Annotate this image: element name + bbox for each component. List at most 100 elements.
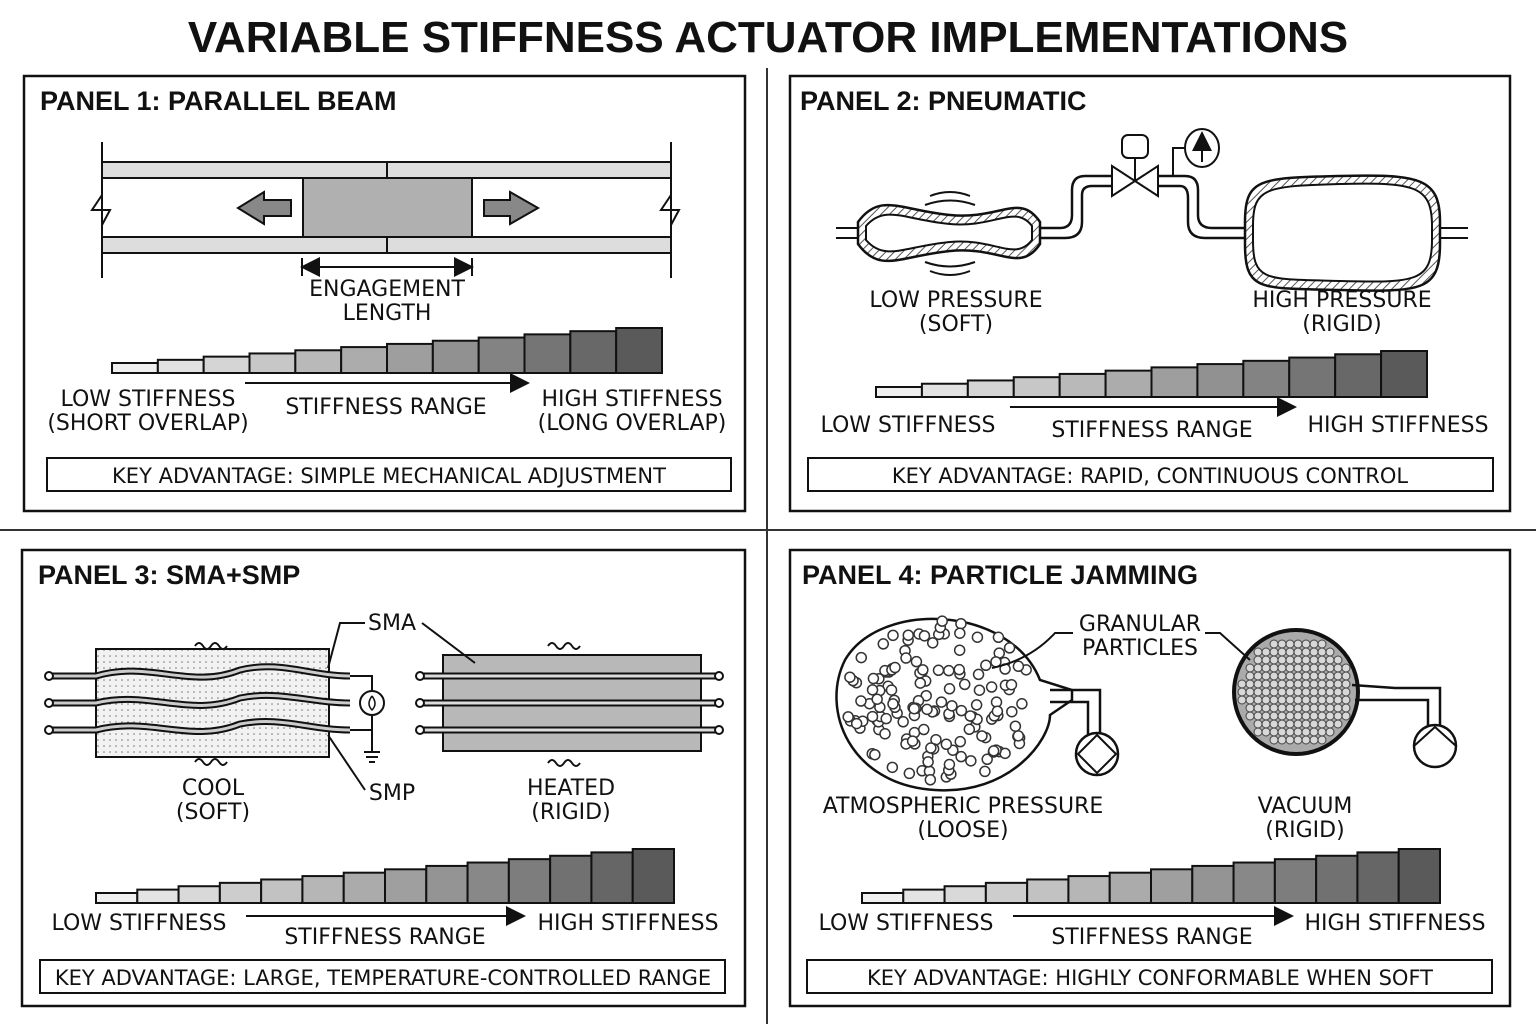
particle xyxy=(940,738,953,751)
stiffness-step xyxy=(1380,350,1429,398)
particle xyxy=(1269,671,1279,681)
sma-smp-illustration xyxy=(44,622,724,791)
particle xyxy=(1309,679,1319,689)
stiffness-scale xyxy=(111,327,664,375)
stiffness-step xyxy=(342,871,387,905)
particle xyxy=(1277,711,1287,721)
stiffness-step xyxy=(861,892,905,904)
stiffness-step xyxy=(615,327,664,374)
particle xyxy=(1333,687,1343,697)
particle xyxy=(1253,687,1263,697)
stiffness-step xyxy=(569,330,618,375)
engagement-label-2: LENGTH xyxy=(343,301,432,326)
particle xyxy=(954,627,966,639)
particle xyxy=(1333,655,1343,665)
particle xyxy=(1253,655,1263,665)
particle xyxy=(1317,711,1327,721)
stiffness-step xyxy=(425,864,469,905)
particle xyxy=(900,652,912,664)
stiffness-step xyxy=(431,339,480,374)
particle xyxy=(866,710,879,723)
stiffness-step xyxy=(340,346,388,375)
particle xyxy=(1261,679,1271,689)
particle xyxy=(1269,647,1279,657)
particle xyxy=(1317,647,1327,657)
particle xyxy=(897,716,909,728)
low-stiffness-label: LOW STIFFNESS xyxy=(60,387,235,412)
particle xyxy=(903,767,916,780)
cool-label: COOL xyxy=(182,776,245,801)
particle xyxy=(1245,663,1255,673)
particle xyxy=(1301,647,1311,657)
particle xyxy=(1325,711,1335,721)
particle xyxy=(1285,735,1295,745)
arrow-right-icon xyxy=(483,190,541,226)
particle xyxy=(1285,671,1295,681)
particle xyxy=(955,704,968,717)
particle xyxy=(1277,735,1287,745)
particle xyxy=(1309,687,1319,697)
particle xyxy=(867,672,880,685)
particle xyxy=(1269,663,1279,673)
particle xyxy=(1341,663,1351,673)
panel-parallel-beam: PANEL 1: PARALLEL BEAM ENGAGEMENT LENGTH… xyxy=(22,74,747,513)
stiffness-step xyxy=(1150,366,1199,399)
particle xyxy=(879,728,891,740)
particle xyxy=(1333,671,1343,681)
particle xyxy=(869,748,881,761)
particle xyxy=(1285,639,1295,649)
vacuum-sub: (RIGID) xyxy=(1265,818,1344,843)
high-pressure-sub: (RIGID) xyxy=(1302,312,1381,337)
particle xyxy=(1285,655,1295,665)
particle xyxy=(1253,719,1263,729)
particle xyxy=(1285,703,1295,713)
particle xyxy=(1309,703,1319,713)
particle xyxy=(1293,695,1303,705)
particle xyxy=(1293,655,1303,665)
stiffness-step xyxy=(1397,848,1441,904)
stiffness-scale xyxy=(861,848,1441,905)
particle xyxy=(1269,711,1279,721)
particle xyxy=(1309,711,1319,721)
particle xyxy=(1325,727,1335,737)
low-pressure-label: LOW PRESSURE xyxy=(869,288,1042,313)
high-pressure-label: HIGH PRESSURE xyxy=(1252,288,1431,313)
stiffness-step xyxy=(248,352,297,375)
particle xyxy=(1285,695,1295,705)
particle xyxy=(1341,711,1351,721)
particle xyxy=(1293,647,1303,657)
particle xyxy=(1301,719,1311,729)
particle xyxy=(1301,727,1311,737)
particle xyxy=(1301,663,1311,673)
stiffness-step xyxy=(1104,369,1153,398)
particle xyxy=(1317,695,1327,705)
particle xyxy=(1261,663,1271,673)
particle xyxy=(1253,671,1263,681)
particle xyxy=(1341,679,1351,689)
stiffness-step xyxy=(1232,861,1276,904)
particle xyxy=(1309,647,1319,657)
stiffness-step xyxy=(549,854,593,904)
particle xyxy=(1285,687,1295,697)
particle xyxy=(1253,679,1263,689)
particle xyxy=(1277,695,1287,705)
particle xyxy=(1301,679,1311,689)
particle xyxy=(1261,719,1271,729)
particle xyxy=(1277,687,1287,697)
particle xyxy=(958,678,971,691)
stiffness-step xyxy=(1315,854,1359,904)
particle xyxy=(921,703,933,716)
particle xyxy=(992,631,1005,644)
granular-label: GRANULAR xyxy=(1079,612,1201,637)
pneumatic-illustration xyxy=(836,128,1468,292)
particle xyxy=(976,730,988,742)
stiffness-step xyxy=(1058,372,1107,398)
stiffness-step xyxy=(294,349,343,375)
particle xyxy=(1309,727,1319,737)
particle xyxy=(1285,711,1295,721)
particle xyxy=(1301,703,1311,713)
particle xyxy=(1253,695,1263,705)
particle xyxy=(1277,655,1287,665)
particle xyxy=(1325,695,1335,705)
